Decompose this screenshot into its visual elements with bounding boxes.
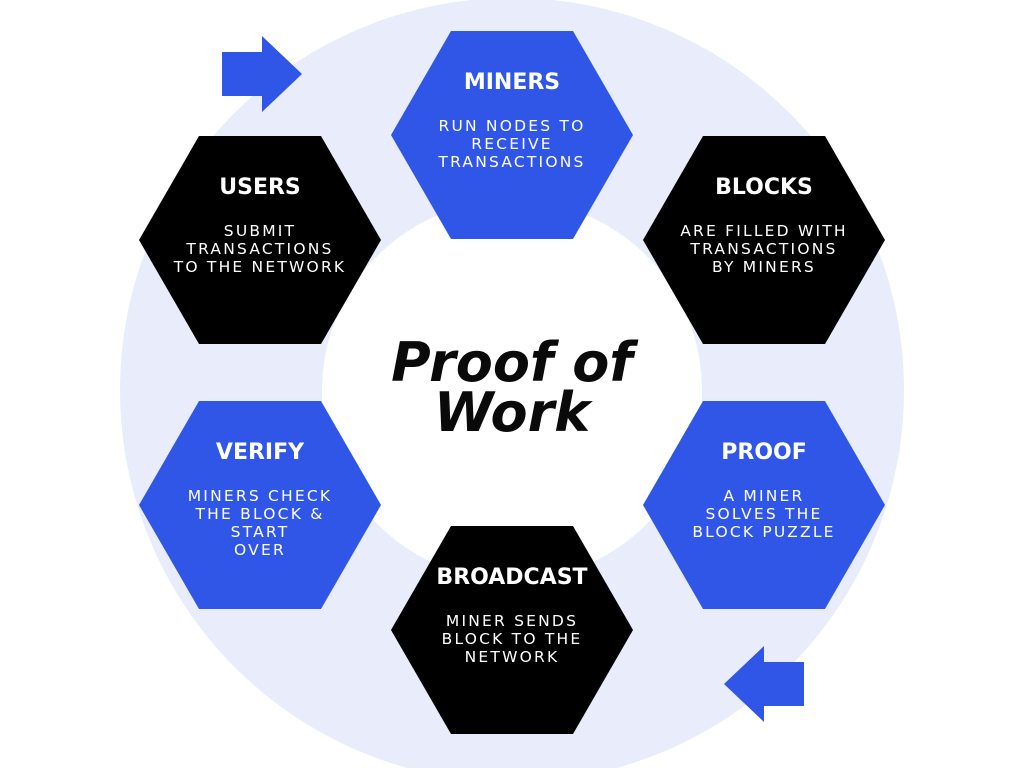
verify-description-line: OVER — [234, 541, 286, 559]
arrow-left-icon — [724, 646, 804, 722]
arrow-left-icon — [724, 646, 804, 722]
users-title: USERS — [219, 175, 301, 200]
broadcast-description-line: NETWORK — [465, 648, 560, 666]
proof-title: PROOF — [721, 440, 807, 465]
blocks-description-line: BY MINERS — [712, 258, 816, 276]
users-description-line: TRANSACTIONS — [185, 240, 333, 258]
proof-description-line: SOLVES THE — [705, 505, 822, 523]
proof-hexagon — [643, 401, 885, 609]
verify-title: VERIFY — [216, 440, 305, 465]
proof-description-line: A MINER — [723, 487, 804, 505]
arrow-right-icon — [222, 36, 302, 112]
miners-title: MINERS — [464, 70, 560, 95]
blocks-description-line: TRANSACTIONS — [689, 240, 837, 258]
users-description-line: TO THE NETWORK — [173, 258, 347, 276]
miners-description-line: RUN NODES TO — [439, 117, 586, 135]
blocks-title: BLOCKS — [715, 175, 813, 200]
verify-description-line: THE BLOCK & — [195, 505, 325, 523]
broadcast-description-line: MINER SENDS — [446, 612, 578, 630]
arrow-right-icon — [222, 36, 302, 112]
miners-description-line: TRANSACTIONS — [437, 153, 585, 171]
verify-hexagon — [139, 401, 381, 609]
broadcast-description-line: BLOCK TO THE — [442, 630, 583, 648]
broadcast-title: BROADCAST — [436, 565, 587, 590]
miners-hexagon — [391, 31, 633, 239]
miners-description-line: RECEIVE — [471, 135, 553, 153]
users-description-line: SUBMIT — [224, 222, 296, 240]
blocks-description-line: ARE FILLED WITH — [680, 222, 848, 240]
center-title-line-2: Work — [434, 381, 593, 444]
proof-description-line: BLOCK PUZZLE — [692, 523, 835, 541]
center-title-line-1: Proof of — [391, 331, 639, 394]
users-hexagon — [139, 136, 381, 344]
verify-description-line: START — [231, 523, 290, 541]
verify-description-line: MINERS CHECK — [188, 487, 333, 505]
blocks-hexagon — [643, 136, 885, 344]
broadcast-hexagon — [391, 526, 633, 734]
